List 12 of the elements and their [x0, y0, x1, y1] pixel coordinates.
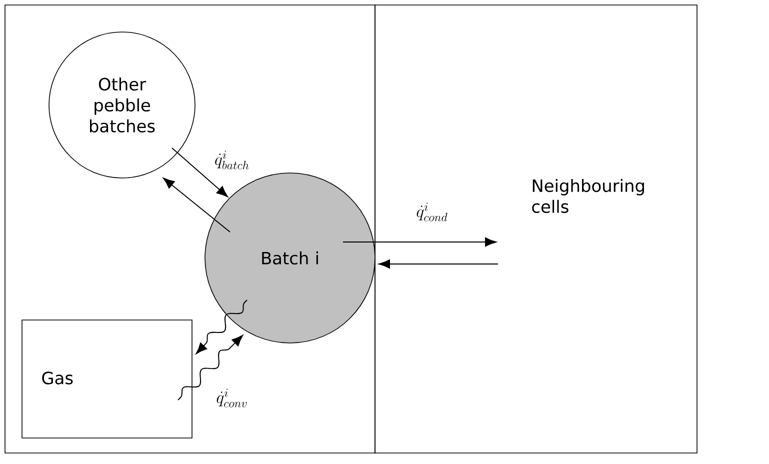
- arrow: [196, 300, 248, 354]
- arrow: [378, 259, 498, 269]
- gas-box: [22, 320, 192, 438]
- arrow: [163, 178, 230, 232]
- arrow: [178, 334, 244, 400]
- node-text: Gas: [42, 372, 73, 384]
- edge-label: $\dot{q}^{i}_{cond}$: [416, 202, 448, 222]
- edge-label: $\dot{q}^{i}_{batch}$: [215, 150, 249, 170]
- arrow: [172, 148, 228, 198]
- node-text: Neighbouring cells: [532, 178, 644, 213]
- edge-label: $\dot{q}^{i}_{conv}$: [216, 388, 247, 408]
- arrow: [342, 237, 496, 247]
